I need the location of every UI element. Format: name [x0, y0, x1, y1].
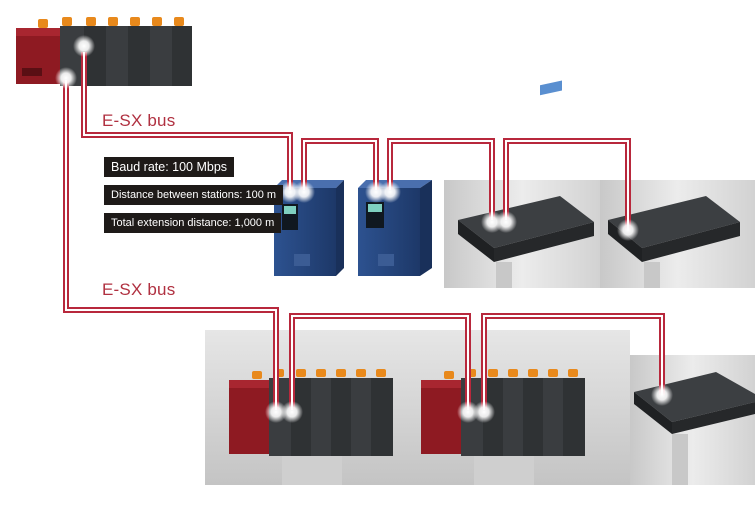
- spec-distance-between-stations: Distance between stations: 100 m: [104, 185, 284, 205]
- bus-label-upper: E-SX bus: [102, 111, 176, 130]
- remote-plc-icon-2: [421, 369, 585, 485]
- upper-bus-cable: [81, 52, 631, 230]
- spec-total-extension: Total extension distance: 1,000 m: [104, 213, 282, 233]
- bus-label-lower: E-SX bus: [102, 280, 176, 299]
- io-terminal-icon-1: [458, 80, 594, 288]
- master-plc-icon: [16, 17, 192, 86]
- io-terminal-icon-3: [634, 372, 755, 485]
- connection-points: [55, 35, 673, 423]
- inverter-icon-2: [358, 180, 432, 276]
- io-terminal-icon-2: [608, 196, 740, 288]
- spec-baud-rate: Baud rate: 100 Mbps: [104, 157, 235, 177]
- lower-bus-cable: [63, 80, 665, 410]
